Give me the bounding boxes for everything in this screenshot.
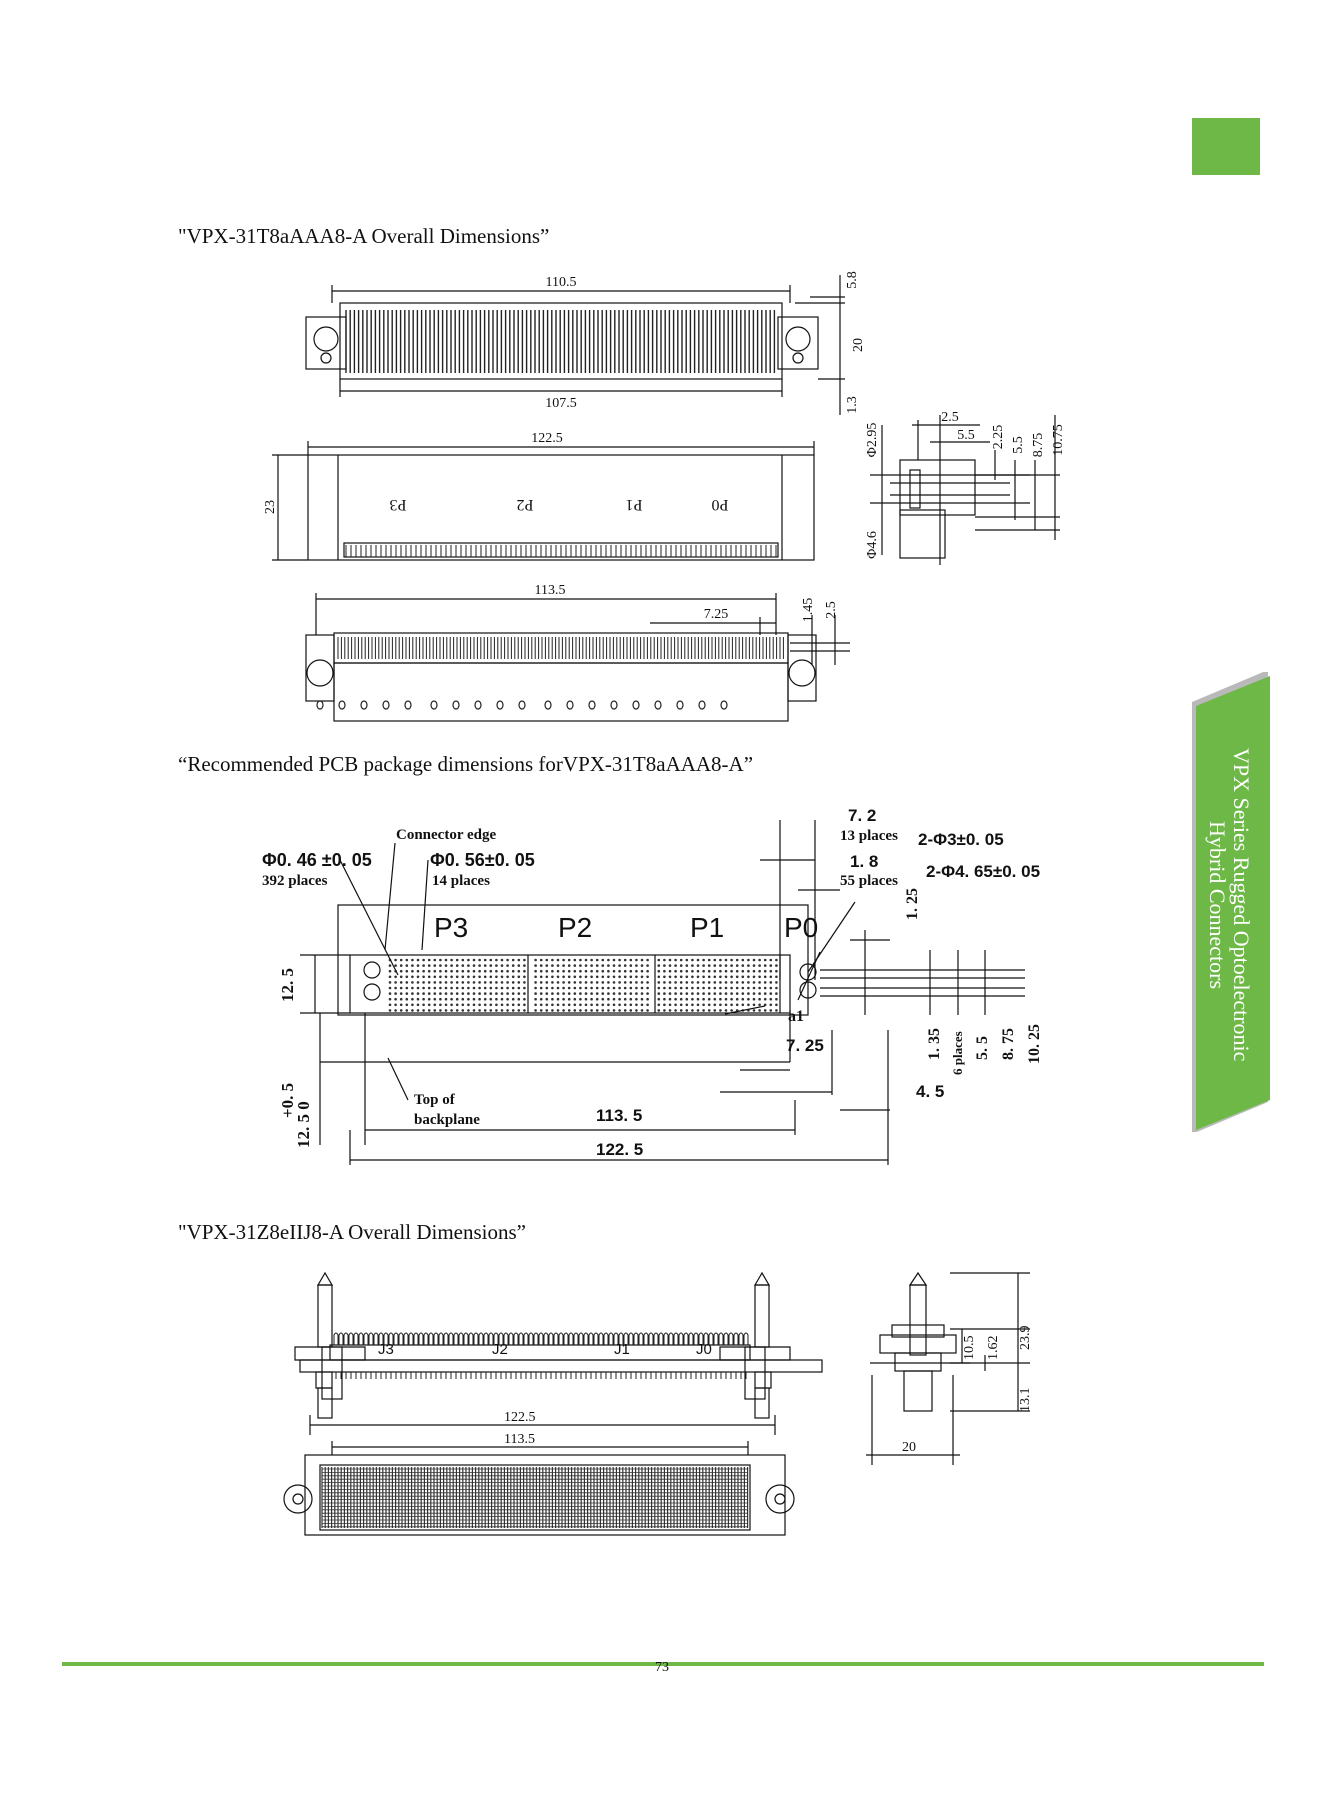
- side-tab-line2: Hybrid Connectors: [1205, 820, 1230, 990]
- label-5-5: 5. 5: [974, 1036, 991, 1060]
- label-phi-3: 2-Φ3±0. 05: [918, 830, 1004, 849]
- dim-side-8-75: 8.75: [1031, 433, 1046, 458]
- dim-bottom-2-5: 2.5: [824, 601, 839, 619]
- label-fig3-113-5: 113.5: [504, 1432, 535, 1447]
- dim-bottom-113-5: 113.5: [535, 583, 566, 598]
- label-fig3-122-5: 122.5: [504, 1410, 536, 1425]
- dim-side-phi-2-95: Φ2.95: [865, 423, 880, 458]
- label-phi-046: Φ0. 46 ±0. 05: [262, 850, 372, 870]
- figure-pcb-package: [300, 820, 1025, 1165]
- dim-1-3: 1.3: [845, 396, 860, 414]
- front-view-pins: [333, 1332, 749, 1379]
- heading-pcb-package: “Recommended PCB package dimensions forV…: [178, 752, 754, 776]
- front-view: [272, 441, 815, 561]
- pcb-label-p1: P1: [690, 912, 725, 943]
- pcb-label-p3: P3: [434, 912, 469, 943]
- label-j1: J1: [614, 1341, 630, 1358]
- label-1-8: 1. 8: [850, 852, 879, 871]
- pcb-label-p2: P2: [558, 912, 593, 943]
- front-label-p0: P0: [712, 496, 729, 513]
- front-label-p3: P3: [390, 496, 407, 513]
- label-7-2: 7. 2: [848, 806, 877, 825]
- side-view: [870, 415, 1060, 565]
- top-view: [305, 275, 845, 415]
- label-fig3-23-9: 23.9: [1018, 1325, 1033, 1351]
- label-6-places: 6 places: [950, 1031, 965, 1075]
- figure-overall-dimensions-2: [283, 1271, 1030, 1536]
- label-backplane: backplane: [414, 1112, 480, 1128]
- dim-5-8: 5.8: [845, 271, 860, 289]
- bottom-view-grid: [321, 1467, 749, 1528]
- label-122-5: 122. 5: [596, 1140, 644, 1159]
- label-fig3-20: 20: [902, 1440, 916, 1455]
- label-fig3-13-1: 13.1: [1018, 1387, 1033, 1413]
- label-fig3-1-62: 1.62: [986, 1335, 1001, 1361]
- pcb-hole-grid: [388, 958, 778, 1012]
- label-113-5: 113. 5: [596, 1106, 643, 1125]
- label-j0: J0: [696, 1341, 712, 1358]
- dim-122-5: 122.5: [531, 431, 563, 446]
- dim-bottom-7-25: 7.25: [704, 607, 729, 622]
- pcb-label-p0: P0: [784, 912, 819, 943]
- bottom-view: [305, 593, 850, 722]
- label-13-places: 13 places: [840, 828, 898, 844]
- section-marker-square: [1192, 118, 1260, 175]
- front-label-p2: P2: [517, 496, 534, 513]
- label-7-25: 7. 25: [786, 1036, 824, 1055]
- heading-overall-dimensions-2: "VPX-31Z8eIIJ8-A Overall Dimensions”: [178, 1220, 527, 1244]
- footer-line: [62, 1662, 1264, 1666]
- dim-20: 20: [851, 338, 866, 352]
- dim-side-5-5b: 5.5: [1011, 436, 1026, 454]
- label-j2: J2: [492, 1341, 508, 1358]
- label-12-5: 12. 5: [278, 968, 297, 1002]
- label-8-75: 8. 75: [1000, 1028, 1017, 1060]
- label-j3: J3: [378, 1341, 394, 1358]
- dim-23: 23: [263, 500, 278, 514]
- dim-110-5: 110.5: [546, 275, 577, 290]
- dim-side-phi-4-6: Φ4.6: [865, 531, 880, 559]
- top-view-pins: [345, 310, 776, 373]
- label-fig3-10-5: 10.5: [962, 1335, 977, 1361]
- label-tolerance-value: 12. 5 0: [294, 1101, 313, 1148]
- label-55-places: 55 places: [840, 873, 898, 889]
- dim-side-5-5a: 5.5: [957, 428, 975, 443]
- label-4-5: 4. 5: [916, 1082, 945, 1101]
- side-tab: [1192, 672, 1270, 1132]
- label-1-25: 1. 25: [904, 888, 921, 920]
- figure-overall-dimensions-1: 110.5 107.5 5.8 20 1.3 122.5 23 P3 P2 P1…: [263, 271, 1066, 722]
- label-top-of: Top of: [414, 1092, 455, 1108]
- dim-side-2-5: 2.5: [941, 410, 959, 425]
- side-tab-line1: VPX Series Rugged Optoelectronic: [1229, 748, 1254, 1062]
- label-a1: a1: [788, 1008, 804, 1025]
- label-10-25: 10. 25: [1026, 1024, 1043, 1064]
- page-number: 73: [655, 1660, 669, 1675]
- dim-side-10-75: 10.75: [1051, 424, 1066, 456]
- dim-107-5: 107.5: [545, 396, 577, 411]
- heading-overall-dimensions-1: "VPX-31T8aAAA8-A Overall Dimensions”: [178, 224, 550, 248]
- label-connector-edge: Connector edge: [396, 827, 497, 843]
- dim-side-2-25: 2.25: [991, 425, 1006, 450]
- dim-bottom-1-45: 1.45: [801, 598, 816, 623]
- label-phi-056: Φ0. 56±0. 05: [430, 850, 535, 870]
- label-phi-465: 2-Φ4. 65±0. 05: [926, 862, 1041, 881]
- label-1-35: 1. 35: [926, 1028, 943, 1060]
- front-label-p1: P1: [626, 496, 643, 513]
- label-392-places: 392 places: [262, 873, 328, 889]
- label-14-places: 14 places: [432, 873, 490, 889]
